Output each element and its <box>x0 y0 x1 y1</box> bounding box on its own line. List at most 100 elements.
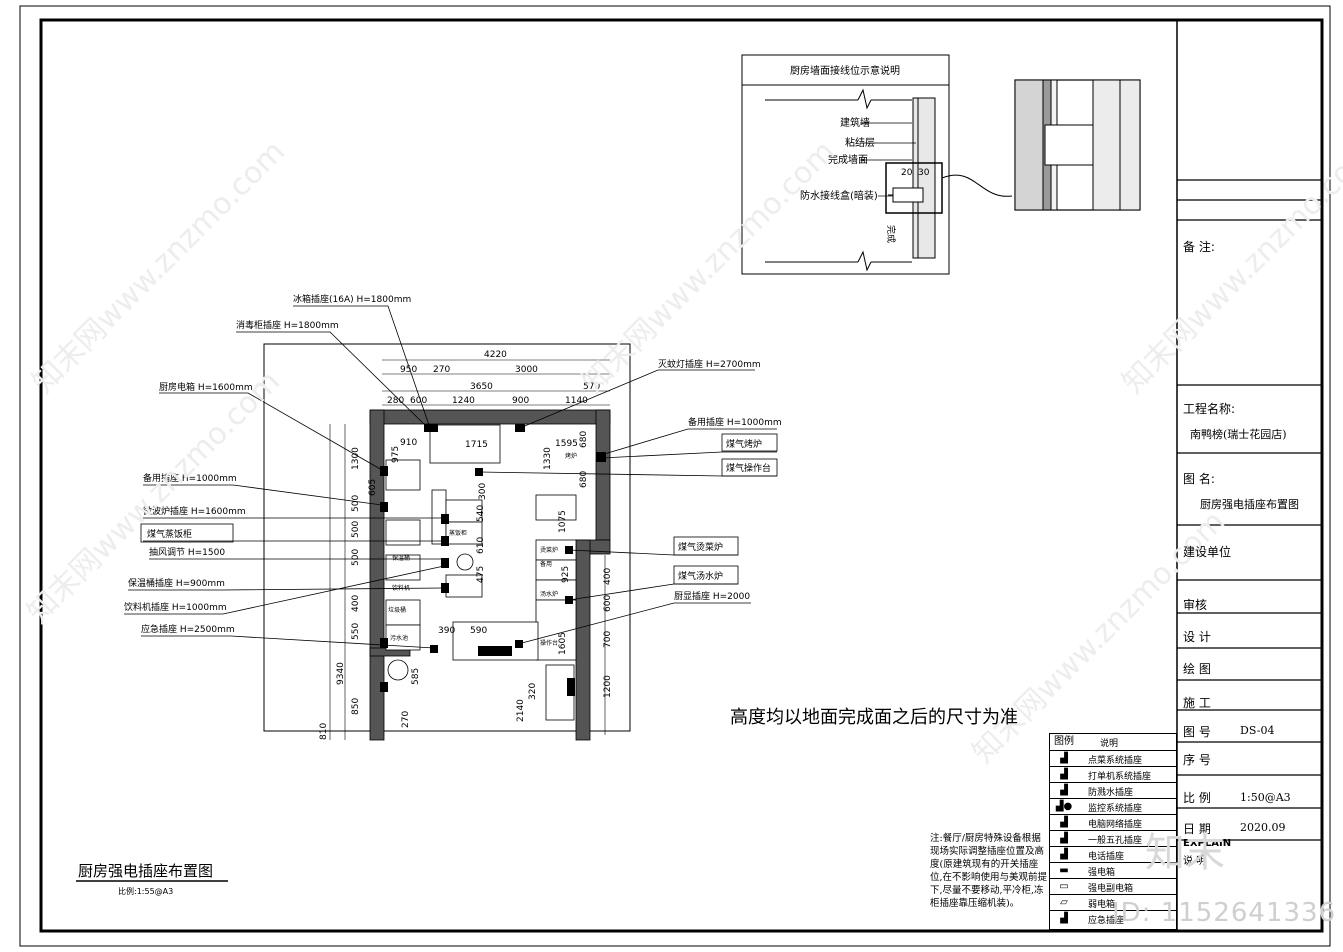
construct-label: 施 工 <box>1183 696 1211 710</box>
legend-desc: 应急插座 <box>1088 916 1125 926</box>
dim-1140: 1140 <box>565 396 588 406</box>
date-label: 日 期 <box>1183 822 1211 836</box>
legend-desc: 电脑网络插座 <box>1088 820 1143 830</box>
drawing-label: 图 名: <box>1183 472 1215 486</box>
room-label-sink: 污水池 <box>390 634 408 642</box>
legend-row: ▟ 电脑网络插座 <box>1050 814 1176 831</box>
main-note: 高度均以地面完成面之后的尺寸为准 <box>730 707 1018 728</box>
dim-2140: 2140 <box>516 699 526 722</box>
dim-605: 605 <box>368 479 378 496</box>
title-block-grid <box>1177 179 1322 841</box>
dim-280: 280 <box>387 396 404 406</box>
scale-value: 1:50@A3 <box>1240 791 1291 804</box>
dim-610: 610 <box>476 537 486 554</box>
legend-row: ▟ 应急插座 <box>1050 910 1176 927</box>
design-label: 设 计 <box>1183 630 1211 644</box>
dim-680b: 680 <box>579 471 589 488</box>
dim-right-700: 700 <box>603 631 613 648</box>
detail-title: 厨房墙面接线位示意说明 <box>790 64 900 77</box>
dim-810: 810 <box>319 723 329 740</box>
legend-row: ▬ 强电箱 <box>1050 862 1176 879</box>
legend-desc: 防溅水插座 <box>1088 788 1134 798</box>
socket-icon: ▟ <box>1060 785 1068 796</box>
detail-label-adhesive: 粘结层 <box>845 136 875 149</box>
dim-475: 475 <box>476 566 486 583</box>
outer-frame <box>19 5 1331 947</box>
detail-dim-finish: 完成 <box>885 225 897 243</box>
dim-1595: 1595 <box>555 439 578 449</box>
dim-1075: 1075 <box>558 510 568 533</box>
dim-390: 390 <box>438 626 455 636</box>
dim-320: 320 <box>528 683 538 700</box>
legend-header-desc: 说明 <box>1100 739 1119 749</box>
dim-right-400: 400 <box>603 568 613 585</box>
dim-500c: 500 <box>351 549 361 566</box>
dim-585: 585 <box>411 668 421 685</box>
client-label: 建设单位 <box>1183 545 1232 559</box>
callout-microwave: 微波炉插座 H=1600mm <box>143 505 246 517</box>
dim-1605: 1605 <box>558 632 568 655</box>
dim-550: 550 <box>351 623 361 640</box>
room-label-soup: 汤水炉 <box>540 590 558 598</box>
seq-label: 序 号 <box>1183 753 1211 767</box>
legend-desc: 强电箱 <box>1088 868 1116 878</box>
detail-label-wall: 建筑墙 <box>840 116 870 129</box>
legend-row: ▟一般五孔插座 <box>1050 830 1176 847</box>
detail-dim-20: 20 <box>901 168 913 178</box>
dim-3000: 3000 <box>515 365 538 375</box>
wiring-detail: 厨房墙面接线位示意说明 建筑墙 粘结层 完成墙面 防水接线盒(暗装) 20 30… <box>741 54 1141 275</box>
callout-panel: 厨房电箱 H=1600mm <box>159 381 253 393</box>
dim-4220: 4220 <box>484 350 507 360</box>
drawing-title: 厨房强电插座布置图 <box>78 862 214 880</box>
callout-kds: 厨显插座 H=2000 <box>674 590 750 602</box>
dim-right-600: 600 <box>603 595 613 612</box>
dim-500b: 500 <box>351 521 361 538</box>
callout-spare-right: 备用插座 H=1000mm <box>688 416 782 428</box>
dim-590: 590 <box>470 626 487 636</box>
dim-1240: 1240 <box>452 396 475 406</box>
dim-270b: 270 <box>401 711 411 728</box>
dim-540: 540 <box>476 505 486 522</box>
draw-label: 绘 图 <box>1183 662 1211 676</box>
dim-300: 300 <box>478 483 488 500</box>
kitchen-floor-plan: 污水池 蒸饭柜 保温桶 饮料机 垃圾桶 备用 汤水炉 烫菜炉 操作台 烤炉 42… <box>124 293 782 741</box>
dim-400: 400 <box>351 595 361 612</box>
dim-680a: 680 <box>579 431 589 448</box>
callout-fridge: 冰箱插座(16A) H=1800mm <box>293 293 411 305</box>
scale-label: 比 例 <box>1183 791 1211 805</box>
legend-row: ▟打单机系统插座 <box>1050 766 1176 783</box>
dim-900: 900 <box>512 396 529 406</box>
watermark-id: ID: 1152641336 <box>1112 898 1337 928</box>
panel-icon: ▬ <box>1059 865 1069 876</box>
legend-row: ▟ 防溅水插座 <box>1050 782 1176 799</box>
dim-1330: 1330 <box>543 447 553 470</box>
socket-icon: ▟ <box>1060 753 1068 764</box>
socket-icon: ▟ <box>1060 849 1068 860</box>
panel-icon: ▱ <box>1060 897 1068 908</box>
callout-heater: 煤气烫菜炉 <box>678 541 723 553</box>
legend-header: 图例 说明 <box>1050 734 1176 750</box>
callout-spare-left: 备用插座 H=1000mm <box>143 472 237 484</box>
detail-dim-30: 30 <box>918 168 930 178</box>
room-label-insulated: 保温桶 <box>392 554 410 562</box>
legend-row: ▟点菜系统插座 <box>1050 750 1176 767</box>
socket-icon: ▟ <box>1060 833 1068 844</box>
general-note: 注:餐厅/厨房特殊设备根据现场实际调整插座位置及高度(原建筑现有的开关插座位,在… <box>930 833 1048 909</box>
project-value: 南鸭榜(瑞士花园店) <box>1190 428 1287 441</box>
dim-270: 270 <box>433 365 450 375</box>
dim-600: 600 <box>410 396 427 406</box>
legend-desc: 打单机系统插座 <box>1088 772 1152 782</box>
remarks-label: 备 注: <box>1183 240 1215 254</box>
callout-exhaust: 抽风调节 H=1500 <box>149 546 225 558</box>
dim-925: 925 <box>561 566 571 583</box>
dim-975: 975 <box>391 446 401 463</box>
socket-icon: ▟ <box>1060 913 1068 924</box>
drawing-scale: 比例:1:55@A3 <box>118 887 174 896</box>
project-label: 工程名称: <box>1183 402 1236 416</box>
socket-icon: ▟ <box>1060 817 1068 828</box>
legend-row: ▱弱电箱 <box>1050 894 1176 911</box>
dim-500a: 500 <box>351 495 361 512</box>
legend-desc: 电话插座 <box>1088 852 1125 862</box>
dim-950: 950 <box>400 365 417 375</box>
dim-9340: 9340 <box>336 662 346 685</box>
